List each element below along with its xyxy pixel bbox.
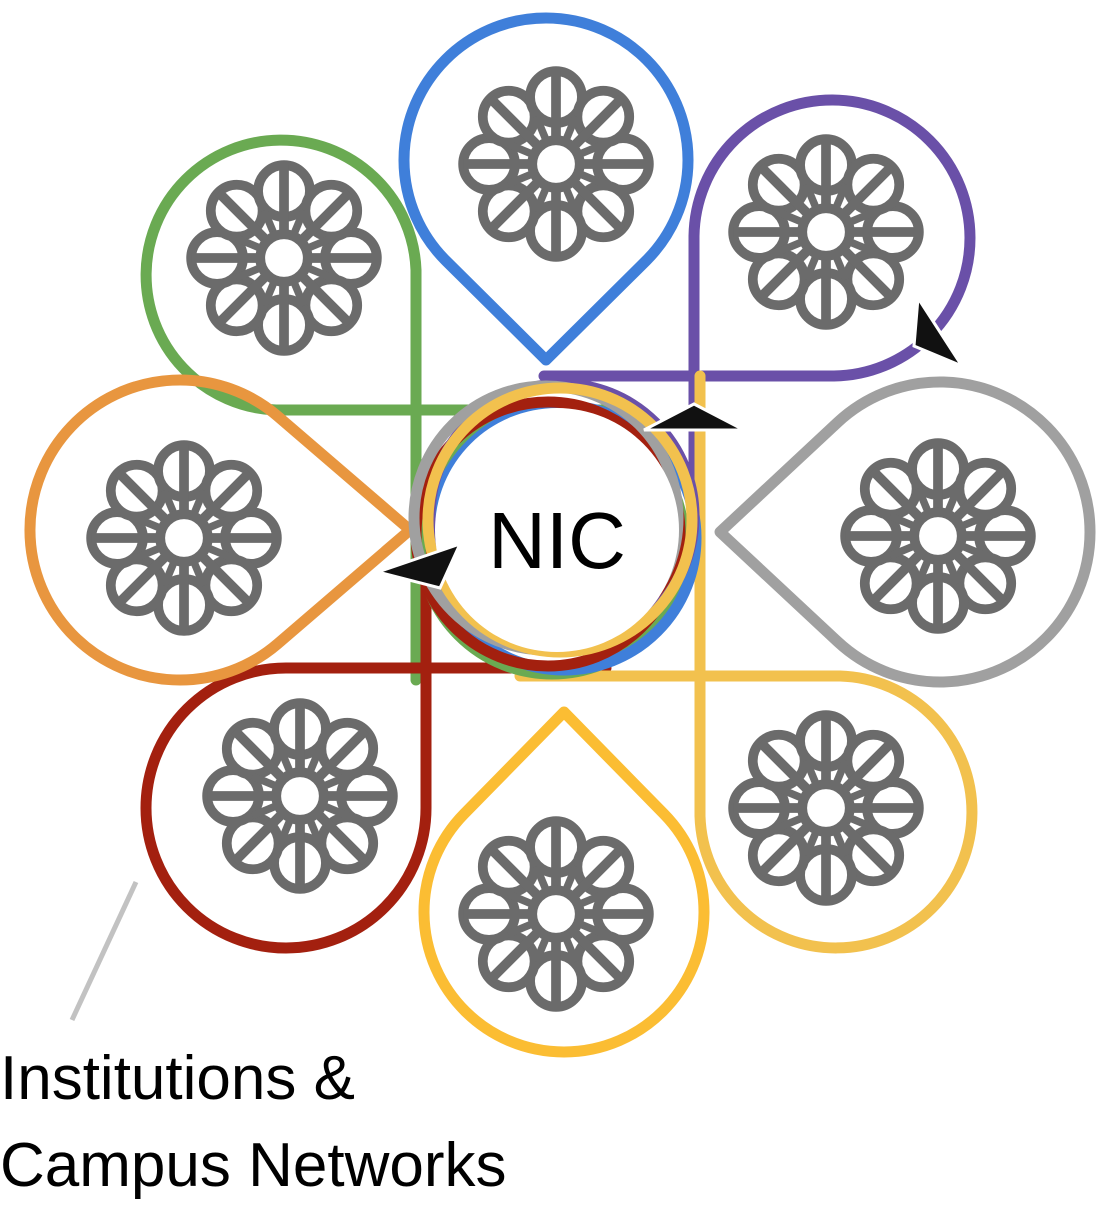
loop-gold <box>418 706 710 1058</box>
network-flower-icon <box>202 698 398 894</box>
loop-orange <box>24 374 416 686</box>
hub-label: NIC <box>488 496 626 585</box>
hub-ring-yellow <box>422 382 698 658</box>
hub-center <box>435 408 679 652</box>
loop-red <box>140 542 612 954</box>
institutions-caption: Institutions & Campus Networks <box>0 1036 506 1210</box>
arrowhead-icon <box>912 293 966 370</box>
flow-arrows <box>372 293 966 590</box>
campus-network-icons <box>86 66 1036 1012</box>
network-flower-icon <box>840 438 1036 634</box>
network-flower-icon <box>86 440 282 636</box>
nic-hub: NIC <box>435 408 679 652</box>
loop-gray <box>714 376 1096 688</box>
caption-leader-line <box>69 880 139 1022</box>
network-flower-icon <box>458 816 654 1012</box>
loop-yellow <box>514 370 978 954</box>
network-flower-icon <box>186 160 382 356</box>
network-flower-icon <box>728 134 924 330</box>
caption-line-1: Institutions & <box>0 1044 355 1113</box>
network-flower-icon <box>458 66 654 262</box>
caption-line-2: Campus Networks <box>0 1130 507 1200</box>
loop-blue <box>398 12 694 366</box>
arrowhead-icon <box>643 402 745 432</box>
arrowhead-icon <box>372 541 463 590</box>
network-flower-icon <box>728 710 924 906</box>
